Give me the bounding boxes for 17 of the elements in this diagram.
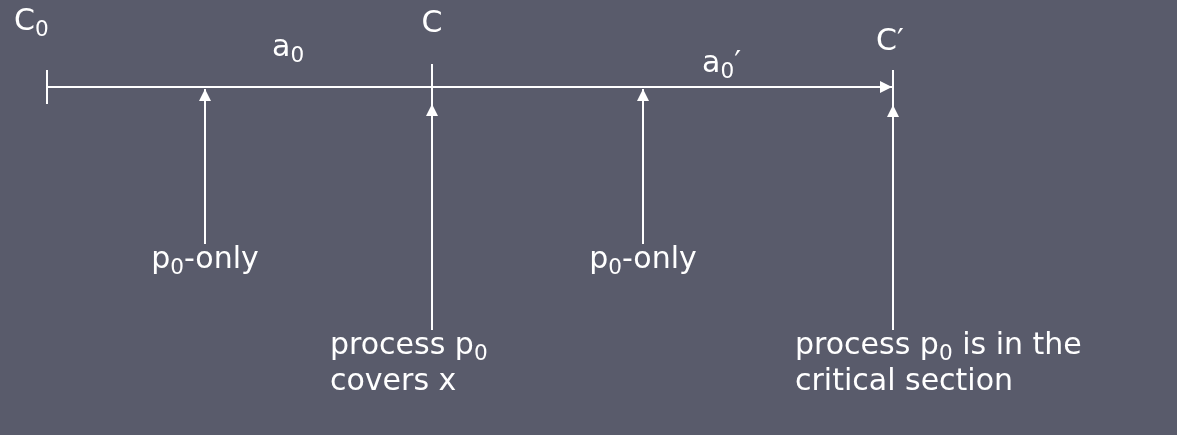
arrow	[199, 88, 211, 245]
arrow	[426, 103, 438, 331]
point-label: C$_{0}$	[14, 2, 49, 38]
annotation-text: process p$_{0}$ covers x	[330, 326, 530, 398]
annotation-text: p$_{0}$-only	[543, 240, 743, 276]
annotation-text: p$_{0}$-only	[105, 240, 305, 276]
point-label: C	[421, 4, 443, 40]
segment-label: a$_{0}$	[272, 28, 305, 64]
tick-mark	[46, 70, 48, 104]
arrow	[887, 104, 899, 331]
tick-mark	[431, 64, 433, 104]
arrow	[637, 88, 649, 245]
tick-mark	[892, 70, 894, 105]
segment-label: a$_{0}$′	[702, 44, 741, 80]
annotation-text: process p$_{0}$ is in the critical section	[795, 326, 1175, 398]
timeline-arrow	[47, 81, 893, 93]
point-label: C′	[876, 22, 904, 58]
